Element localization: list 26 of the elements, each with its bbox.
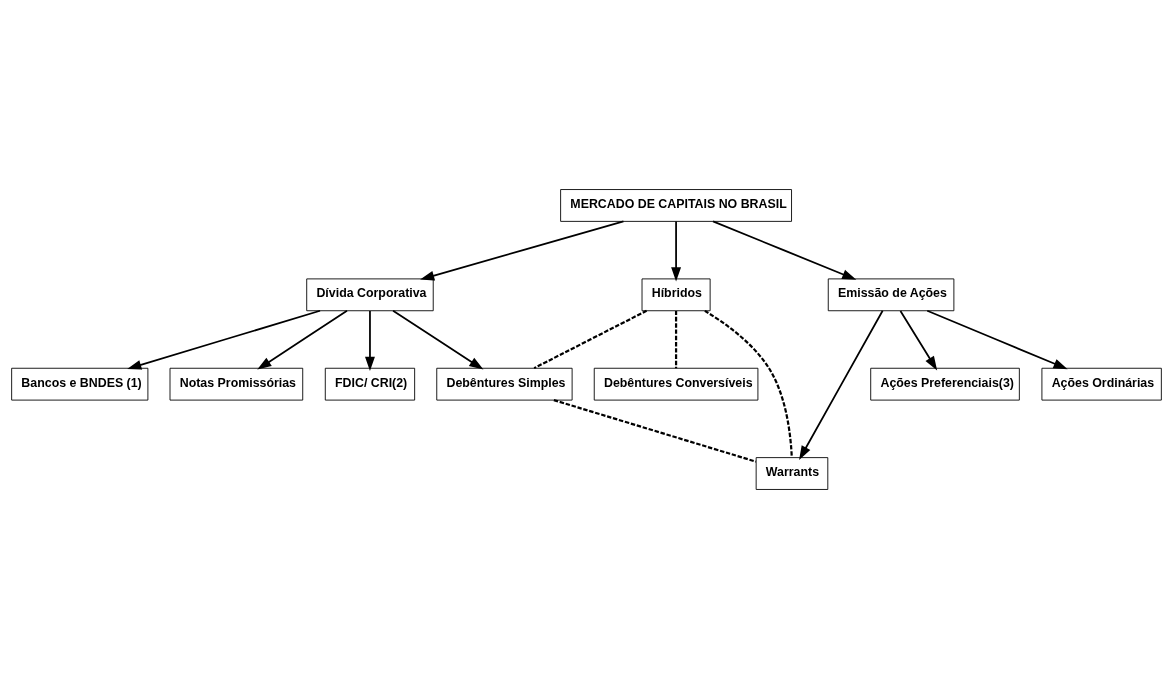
arrow [365, 309, 375, 371]
arrow [127, 309, 321, 370]
connector [553, 398, 757, 463]
node-box: Debêntures Conversíveis [593, 367, 759, 401]
node-box: Emissão de Ações [827, 277, 955, 311]
connector [674, 310, 678, 368]
arrow [926, 309, 1068, 369]
arrow [257, 309, 348, 370]
connector [704, 309, 793, 457]
node-box: Dívida Corporativa [306, 277, 434, 311]
arrow [392, 309, 484, 370]
arrow [671, 220, 682, 282]
node-box: MERCADO DE CAPITAIS NO BRASIL [560, 188, 792, 222]
node-box: Warrants [755, 456, 829, 490]
node-box: Híbridos [641, 277, 711, 311]
node-box: Notas Promissórias [169, 367, 304, 401]
arrow [420, 220, 625, 280]
connector [533, 309, 648, 369]
arrow [712, 220, 857, 280]
node-box: Bancos e BNDES (1) [11, 367, 149, 401]
node-box: Ações Preferenciais(3) [870, 367, 1020, 401]
node-box: FDIC/ CRI(2) [324, 367, 416, 401]
node-box: Debêntures Simples [436, 367, 573, 401]
node-box: Ações Ordinárias [1041, 367, 1162, 401]
arrow [899, 309, 938, 370]
arrow [799, 309, 884, 460]
